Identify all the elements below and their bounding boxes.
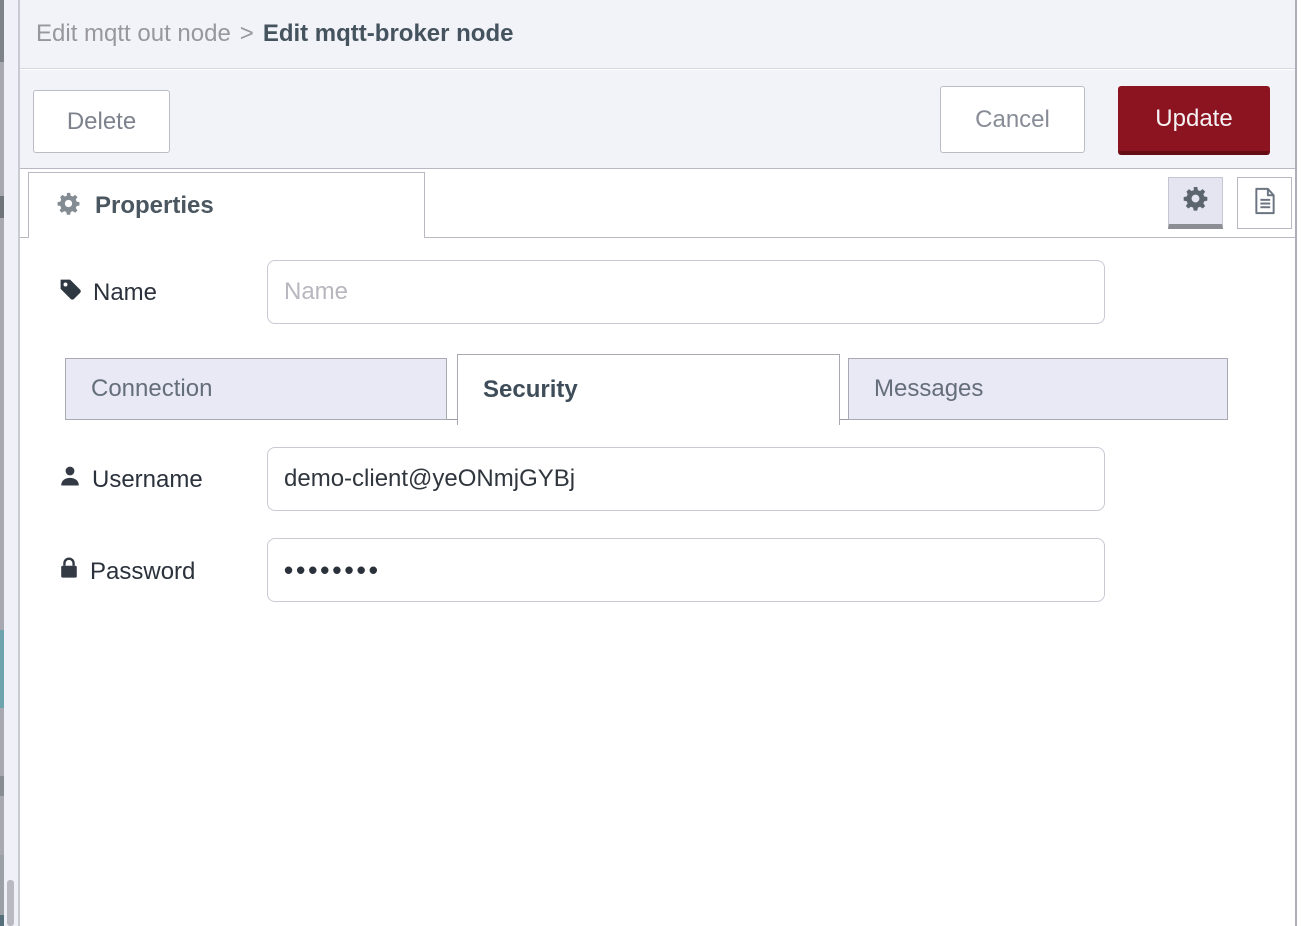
gear-icon <box>1182 185 1209 217</box>
page-title: Edit mqtt-broker node <box>262 20 514 47</box>
user-icon <box>58 464 82 495</box>
password-field-label-text: Password <box>90 557 196 585</box>
lock-icon <box>58 556 80 587</box>
tab-messages-label: Messages <box>874 375 984 402</box>
name-field-label-text: Name <box>93 279 158 306</box>
name-field-label: Name <box>58 277 157 309</box>
tab-security-label: Security <box>483 376 578 403</box>
broker-settings-tabs: Connection Security Messages <box>65 354 1228 425</box>
breadcrumb-parent[interactable]: Edit mqtt out node <box>36 20 231 47</box>
tab-properties[interactable]: Properties <box>28 172 425 238</box>
update-button[interactable]: Update <box>1118 86 1270 155</box>
tray-edge-divider[interactable] <box>18 0 20 926</box>
tray-left-gutter <box>4 0 18 926</box>
username-field-label-text: Username <box>92 465 203 493</box>
tray-right-border <box>1295 0 1297 926</box>
tab-messages[interactable]: Messages <box>848 358 1228 420</box>
breadcrumb: Edit mqtt out node > Edit mqtt-broker no… <box>20 0 1295 69</box>
tab-security[interactable]: Security <box>457 354 840 425</box>
breadcrumb-separator: > <box>239 20 254 47</box>
node-description-icon-button[interactable] <box>1237 177 1292 229</box>
username-input[interactable] <box>267 447 1105 511</box>
edit-properties-icon-button[interactable] <box>1168 177 1223 229</box>
workspace-fragment <box>0 855 4 915</box>
password-field-label: Password <box>58 556 195 587</box>
tab-row-divider <box>20 237 1295 238</box>
tab-properties-label: Properties <box>95 191 214 219</box>
password-input[interactable] <box>267 538 1105 602</box>
tag-icon <box>58 277 83 309</box>
screen-right-margin <box>1297 0 1302 926</box>
cancel-button[interactable]: Cancel <box>940 86 1085 153</box>
workspace-fragment <box>0 915 4 926</box>
tab-connection-label: Connection <box>91 375 213 402</box>
delete-button[interactable]: Delete <box>33 90 170 153</box>
workspace-fragment <box>0 776 4 796</box>
name-input[interactable] <box>267 260 1105 324</box>
workspace-edge-strip <box>0 0 4 926</box>
tray-scrollbar-thumb[interactable] <box>7 880 14 926</box>
dialog-button-bar: Delete Cancel Update <box>20 70 1295 169</box>
workspace-fragment <box>0 196 4 218</box>
workspace-fragment <box>0 0 4 62</box>
username-field-label: Username <box>58 464 203 495</box>
document-icon <box>1251 186 1279 221</box>
cog-icon <box>56 191 81 221</box>
tab-connection[interactable]: Connection <box>65 358 447 420</box>
workspace-node-fragment <box>0 630 4 708</box>
